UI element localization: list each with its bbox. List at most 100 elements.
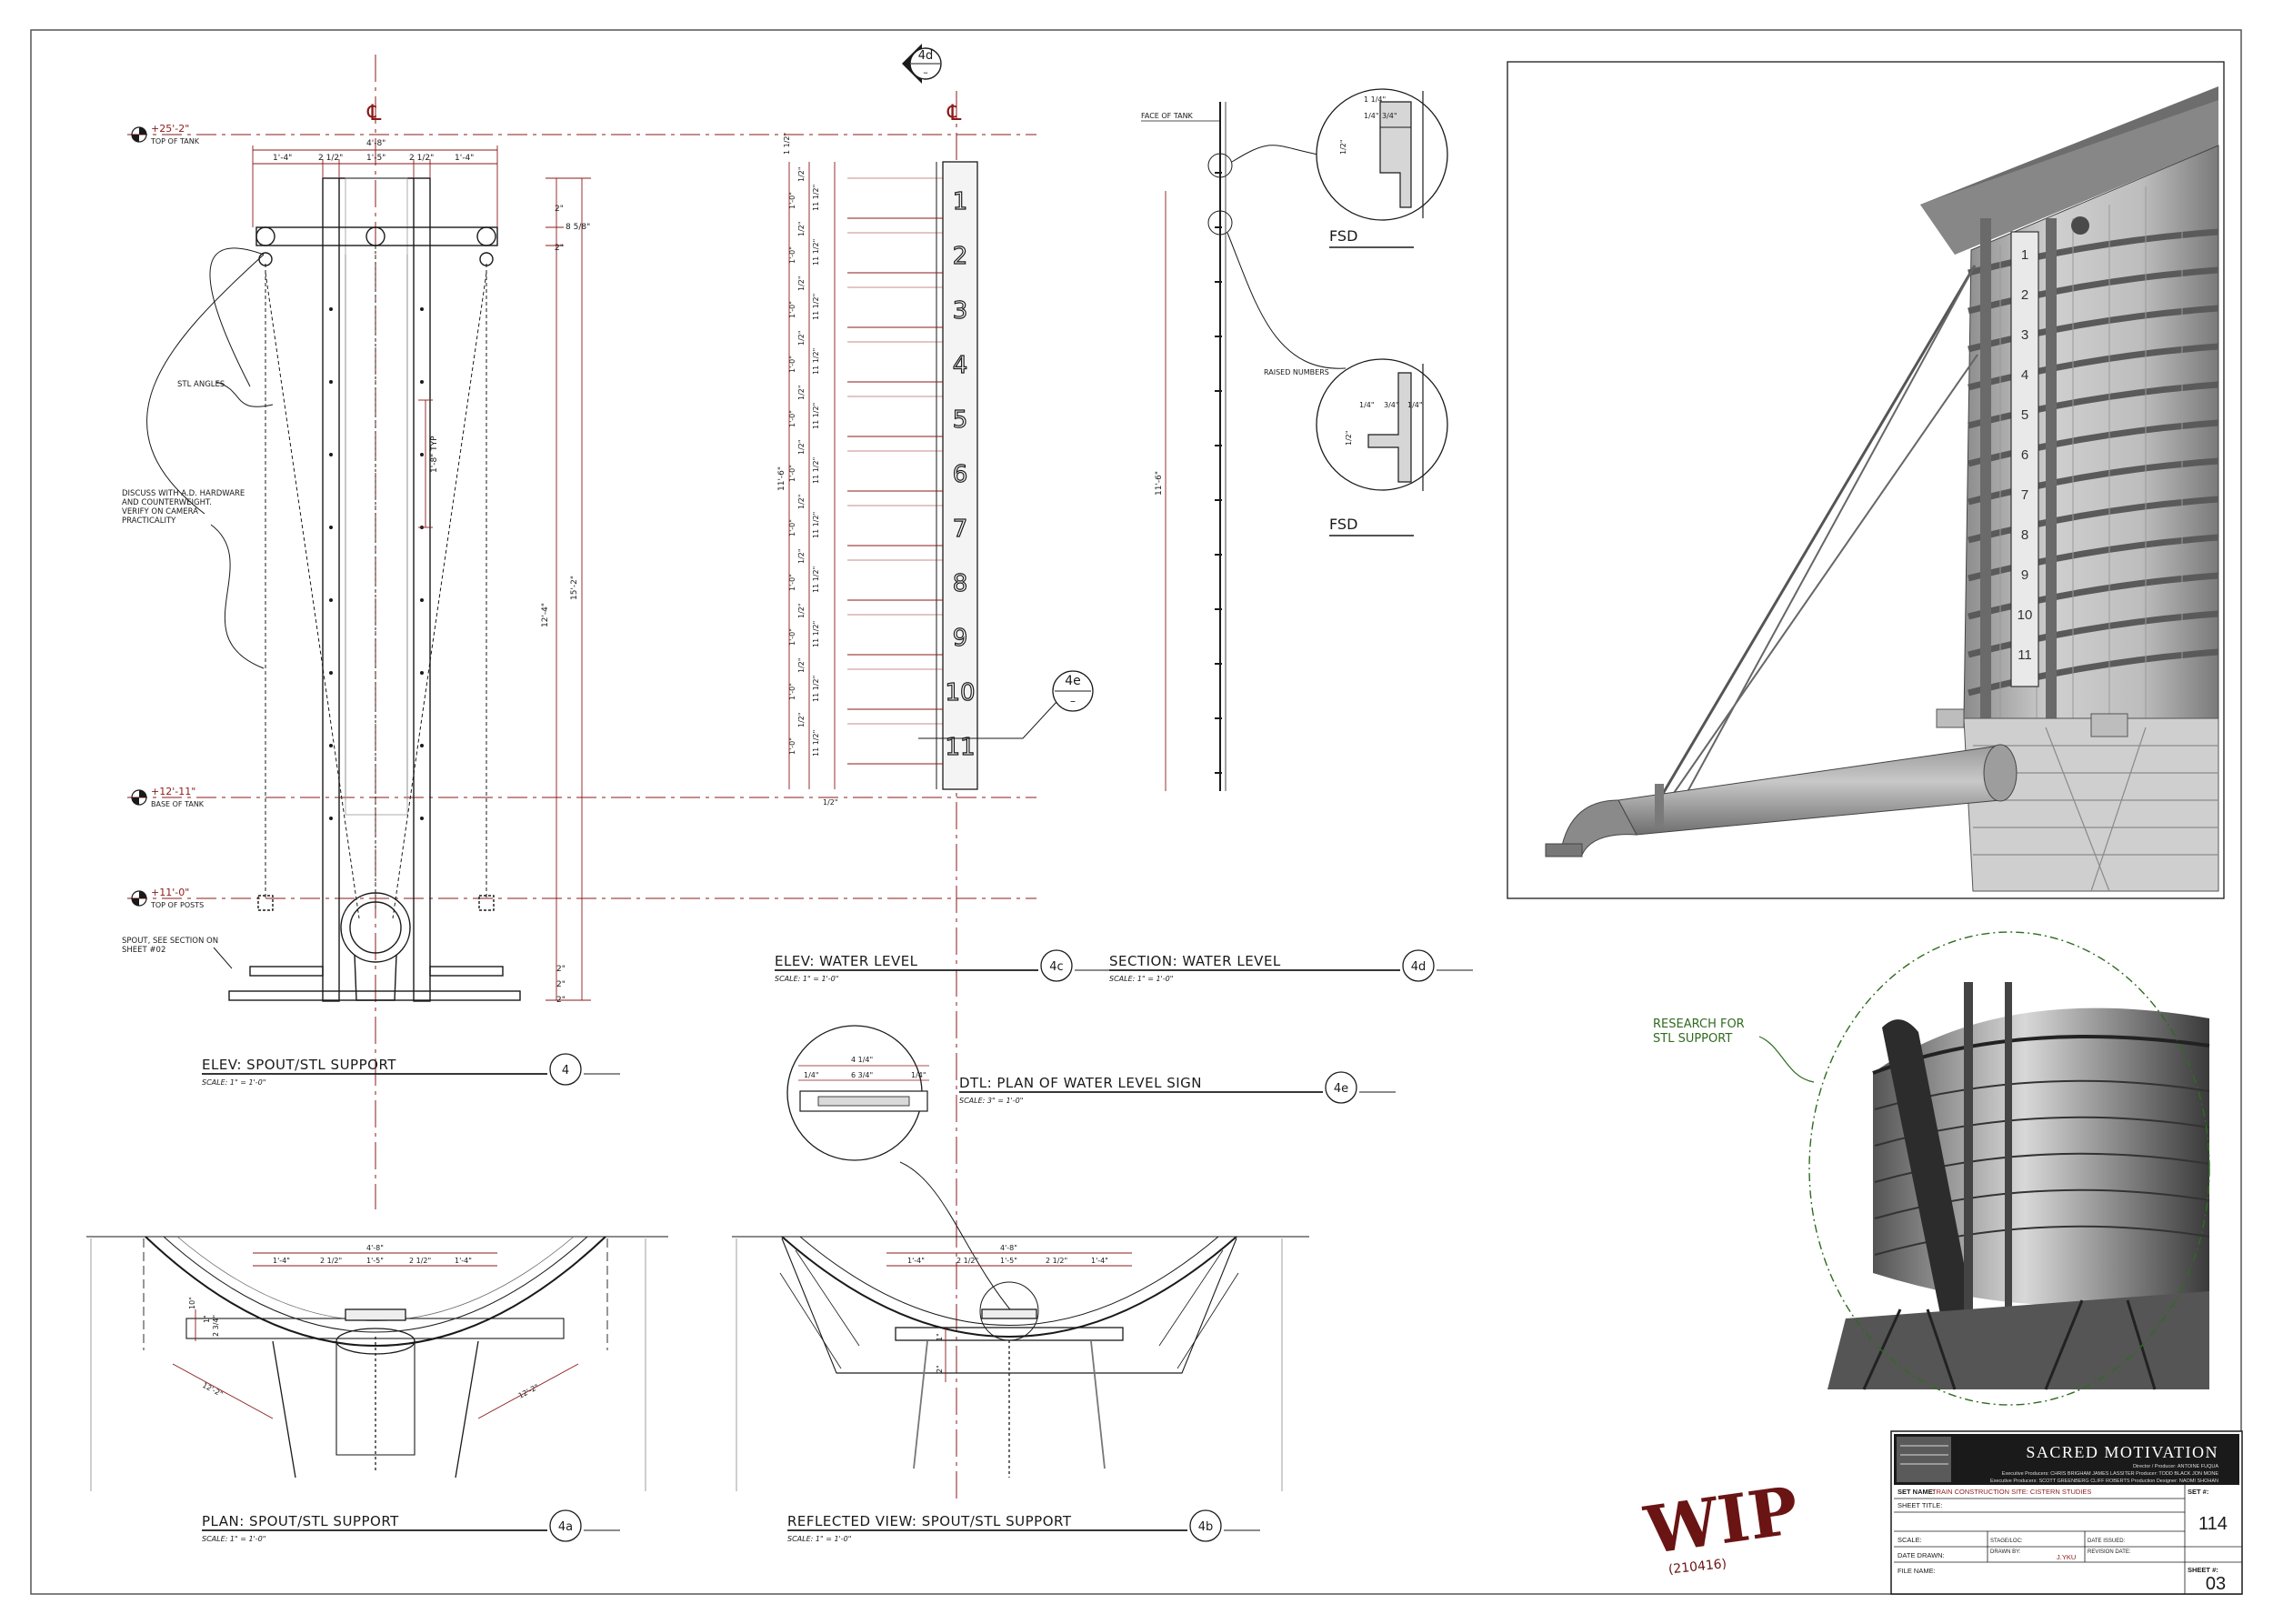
level-number-6: 6 <box>953 461 968 488</box>
level-number-5: 5 <box>953 406 968 434</box>
wip-stamp: WIP (210416) <box>1639 1471 1803 1578</box>
top-posts-elev: +11'-0" <box>151 887 189 898</box>
drawing-scale-4a: SCALE: 1" = 1'-0" <box>202 1535 265 1543</box>
note-discuss-2: AND COUNTERWEIGHT. <box>122 498 212 507</box>
level-number-2: 2 <box>953 243 968 270</box>
callout-4e-sub: – <box>1070 695 1076 707</box>
drawing-title-text-4d: SECTION: WATER LEVEL <box>1109 953 1281 969</box>
plan-dim-diag-right: 12'-2" <box>517 1383 540 1400</box>
drawing-scale-4: SCALE: 1" = 1'-0" <box>202 1078 265 1087</box>
dim-gap-7: 1/2" <box>797 494 806 509</box>
level-marker-top-tank: +25'-2" TOP OF TANK <box>131 123 200 145</box>
dim-typ: 1'-8" TYP <box>430 436 439 473</box>
fsd-detail-2: 1/4" 3/4" 1/4" 1/2" RAISED NUMBERS FSD <box>1264 358 1448 536</box>
drawing-scale-4e: SCALE: 3" = 1'-0" <box>959 1097 1023 1105</box>
tb-credit-3: Executive Producers: SCOTT GREENBERG CLI… <box>1990 1479 2218 1484</box>
top-tank-label: TOP OF TANK <box>150 137 200 145</box>
dim-inch-1: 11 1/2" <box>812 185 820 211</box>
section-height-dim: 11'-6" <box>1155 471 1164 496</box>
section-callout-sub: – <box>923 66 928 78</box>
drawing-plan-spout-support <box>86 1236 668 1491</box>
section-callout-4d: 4d – <box>902 44 942 84</box>
dim-inch-7: 11 1/2" <box>812 512 820 538</box>
tb-revision-label: REVISION DATE: <box>2088 1549 2131 1555</box>
dim-r-2e: 2" <box>556 996 566 1005</box>
dim-overall-width: 4'-8" <box>366 139 386 148</box>
fsd2-dim-c: 1/4" <box>1407 401 1423 409</box>
fsd1-dim-b: 3/4" <box>1382 112 1397 120</box>
dim-r-15-2: 15'-2" <box>570 576 579 600</box>
sheet-border <box>30 29 2242 1595</box>
dim-foot-7: 1'-0" <box>788 519 796 536</box>
refl-dim-4: 2 1/2" <box>1046 1257 1067 1265</box>
level-number-9: 9 <box>953 625 968 652</box>
dim-inch-9: 11 1/2" <box>812 621 820 647</box>
tb-sheet-num-label: SHEET #: <box>2188 1566 2218 1574</box>
drawing-number-4e: 4e <box>1334 1082 1348 1096</box>
dim-gap-4: 1/2" <box>797 330 806 346</box>
tb-date-drawn-label: DATE DRAWN: <box>1898 1551 1945 1559</box>
drawing-title-4a: PLAN: SPOUT/STL SUPPORT SCALE: 1" = 1'-0"… <box>202 1509 620 1543</box>
dim-gap-3: 1/2" <box>797 276 806 291</box>
plan-dim-v2: 1" <box>203 1315 211 1323</box>
fsd1-dim-d: 1/2" <box>1339 139 1347 155</box>
research-note-2: STL SUPPORT <box>1653 1032 1732 1046</box>
drawing-number-4b: 4b <box>1198 1520 1214 1534</box>
plan-dim-2: 2 1/2" <box>320 1257 342 1265</box>
dim-foot-11: 1'-0" <box>788 737 796 755</box>
plan-dim-3: 1'-5" <box>366 1257 384 1265</box>
drawing-scale-4b: SCALE: 1" = 1'-0" <box>787 1535 851 1543</box>
research-note-1: RESEARCH FOR <box>1653 1018 1745 1031</box>
render-number-11: 11 <box>2018 647 2032 663</box>
render-number-5: 5 <box>2021 407 2028 423</box>
dim-inch-4: 11 1/2" <box>812 348 820 375</box>
drawing-title-text-4e: DTL: PLAN OF WATER LEVEL SIGN <box>959 1075 1202 1091</box>
dim-inch-5: 11 1/2" <box>812 403 820 429</box>
dim-bottom-4c: 1/2" <box>823 798 838 807</box>
level-number-3: 3 <box>953 297 968 325</box>
render-number-8: 8 <box>2021 527 2028 543</box>
tb-set-num-label: SET #: <box>2188 1488 2208 1496</box>
tb-sheet-num: 03 <box>2206 1574 2226 1594</box>
note-raised-numbers: RAISED NUMBERS <box>1264 368 1329 376</box>
tb-credit-2: Executive Producers: CHRIS BRIGHAM JAMES… <box>2002 1471 2219 1477</box>
note-spout-2: SHEET #02 <box>122 946 165 955</box>
dim-foot-8: 1'-0" <box>788 574 796 591</box>
refl-dim-5: 1'-4" <box>1091 1257 1108 1265</box>
level-marker-base-tank: +12'-11" BASE OF TANK <box>131 786 205 808</box>
drawing-title-text-4c: ELEV: WATER LEVEL <box>775 953 918 969</box>
note-stl-angles: STL ANGLES <box>177 380 225 389</box>
drawing-reflected-view-spout-support <box>732 1236 1309 1491</box>
render-number-7: 7 <box>2021 487 2028 503</box>
drawing-title-text-4a: PLAN: SPOUT/STL SUPPORT <box>202 1513 399 1529</box>
dtl-dim-center: 6 3/4" <box>851 1071 873 1079</box>
tb-sheet-title-label: SHEET TITLE: <box>1898 1501 1942 1509</box>
render-number-2: 2 <box>2021 287 2028 303</box>
drawing-elev-spout-support <box>127 55 1036 1209</box>
dim-right-post: 2 1/2" <box>409 154 434 163</box>
wip-text: WIP <box>1639 1471 1803 1569</box>
level-number-4: 4 <box>953 352 968 379</box>
base-tank-elev: +12'-11" <box>151 786 195 797</box>
dim-inch-2: 11 1/2" <box>812 239 820 266</box>
tb-date-issued-label: DATE ISSUED: <box>2088 1539 2126 1544</box>
top-tank-elev: +25'-2" <box>151 123 189 135</box>
refl-dim-v1: 1" <box>936 1333 944 1341</box>
drawing-number-4d: 4d <box>1411 960 1427 974</box>
tb-stage-label: STAGE/LOC: <box>1990 1539 2023 1544</box>
fsd2-dim-a: 1/4" <box>1359 401 1375 409</box>
tb-file-name-label: FILE NAME: <box>1898 1567 1936 1575</box>
drawing-title-4e: DTL: PLAN OF WATER LEVEL SIGN SCALE: 3" =… <box>959 1071 1396 1105</box>
dim-r-2a: 2" <box>555 205 564 214</box>
refl-dim-2: 2 1/2" <box>956 1257 978 1265</box>
wip-date: (210416) <box>1667 1557 1727 1578</box>
dim-inch-10: 11 1/2" <box>812 676 820 702</box>
tb-company: SACRED MOTIVATION <box>2026 1443 2218 1461</box>
tb-credit-1: Director / Producer: ANTOINE FUQUA <box>2133 1464 2218 1469</box>
tb-set-name-label: SET NAME: <box>1898 1488 1935 1496</box>
level-number-8: 8 <box>953 570 968 597</box>
plan-dim-v3: 2 3/4" <box>212 1315 220 1337</box>
plan-dim-v1: 10" <box>188 1297 196 1309</box>
